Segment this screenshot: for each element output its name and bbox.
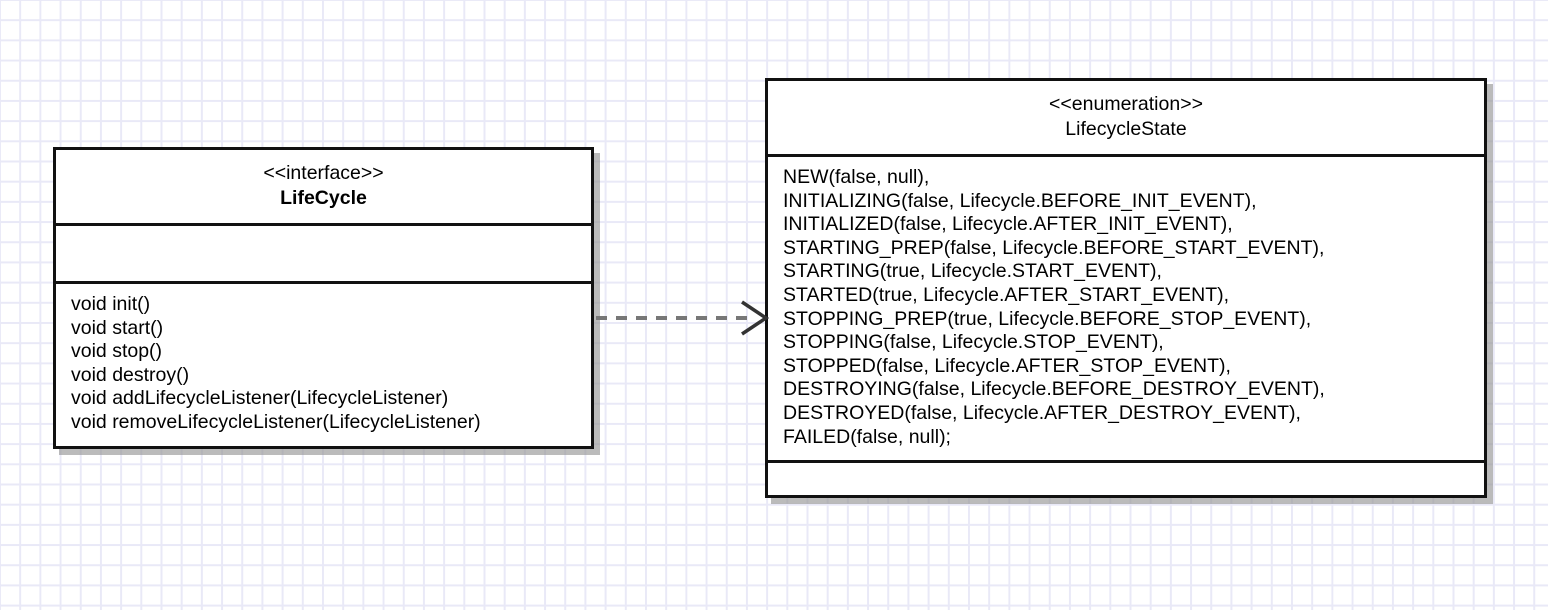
lifecyclestate-constant-item: NEW(false, null), (783, 166, 930, 188)
lifecyclestate-header-compartment: <<enumeration>> LifecycleState (768, 81, 1484, 154)
lifecycle-method-item: void destroy() (71, 363, 190, 386)
lifecyclestate-class-name: LifecycleState (1065, 118, 1187, 140)
lifecyclestate-constant-item: STARTED(true, Lifecycle.AFTER_START_EVEN… (783, 283, 1230, 306)
lifecycle-method-item: void removeLifecycleListener(LifecycleLi… (71, 410, 481, 433)
lifecycle-header-compartment: <<interface>> LifeCycle (56, 150, 591, 223)
lifecyclestate-methods-compartment (768, 460, 1484, 496)
lifecyclestate-constant-item: STARTING_PREP(false, Lifecycle.BEFORE_ST… (783, 236, 1325, 259)
lifecycle-stereotype: <<interface>> (263, 162, 384, 184)
lifecyclestate-constant-item: INITIALIZED(false, Lifecycle.AFTER_INIT_… (783, 213, 1233, 236)
lifecyclestate-constant-item: FAILED(false, null); (783, 425, 951, 448)
lifecyclestate-constant-item: STOPPED(false, Lifecycle.AFTER_STOP_EVEN… (783, 354, 1231, 377)
lifecycle-method-item: void start() (71, 316, 164, 339)
dependency-open-arrowhead (741, 300, 770, 336)
uml-class-lifecycle[interactable]: <<interface>> LifeCycle void init()void … (53, 147, 594, 449)
lifecyclestate-constant-item: DESTROYED(false, Lifecycle.AFTER_DESTROY… (783, 401, 1301, 424)
lifecyclestate-stereotype: <<enumeration>> (1049, 93, 1203, 115)
dependency-arrow-lifecycle-to-lifecyclestate[interactable] (596, 296, 770, 340)
lifecycle-method-item: void init() (71, 293, 151, 315)
uml-enumeration-lifecyclestate[interactable]: <<enumeration>> LifecycleState NEW(false… (765, 78, 1487, 499)
lifecyclestate-constant-item: STARTING(true, Lifecycle.START_EVENT), (783, 260, 1162, 283)
lifecycle-class-name: LifeCycle (280, 187, 367, 209)
lifecycle-method-item: void addLifecycleListener(LifecycleListe… (71, 387, 449, 410)
lifecyclestate-constant-item: INITIALIZING(false, Lifecycle.BEFORE_INI… (783, 189, 1257, 212)
lifecycle-attributes-compartment (56, 223, 591, 281)
lifecyclestate-constant-item: DESTROYING(false, Lifecycle.BEFORE_DESTR… (783, 378, 1325, 401)
lifecycle-method-item: void stop() (71, 340, 163, 363)
lifecyclestate-constants-compartment: NEW(false, null),INITIALIZING(false, Lif… (768, 154, 1484, 461)
lifecyclestate-constant-item: STOPPING_PREP(true, Lifecycle.BEFORE_STO… (783, 307, 1312, 330)
lifecyclestate-constant-item: STOPPING(false, Lifecycle.STOP_EVENT), (783, 331, 1164, 354)
lifecycle-methods-compartment: void init()void start()void stop()void d… (56, 281, 591, 446)
